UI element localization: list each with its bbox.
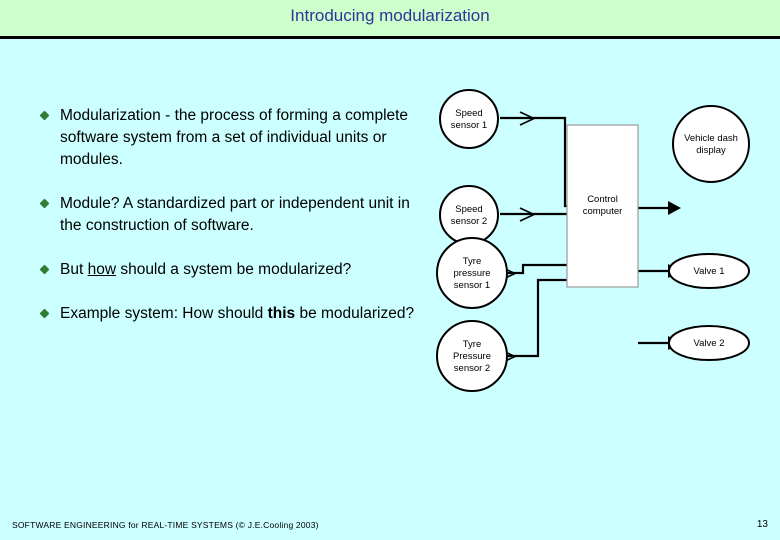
speed-sensor-1-node	[439, 89, 499, 149]
bullet-diamond-icon	[39, 308, 50, 319]
tyre-pressure-sensor-2-label-line-2: sensor 2	[454, 363, 490, 374]
tyre-pressure-sensor-2-node	[436, 320, 508, 392]
arrowhead-dash-display-icon	[668, 201, 681, 215]
valve-1-node	[668, 253, 750, 289]
page-number: 13	[756, 519, 768, 530]
tyre-pressure-sensor-1-node	[436, 237, 508, 309]
bullet-diamond-icon	[39, 264, 50, 275]
valve-2-node	[668, 325, 750, 361]
bullet-text-3: Example system: How should this be modul…	[60, 305, 415, 322]
speed-sensor-1-label-line-0: Speed	[455, 108, 482, 119]
connector-tyre-pressure-sensor-1	[497, 263, 567, 275]
bullet-diamond-icon	[39, 198, 50, 209]
vehicle-control-system-diagram: Control computer Speed sensor 1 Speed se…	[425, 75, 770, 405]
tyre-pressure-sensor-1-label-line-0: Tyre	[463, 256, 481, 267]
connector-speed-sensor-1	[500, 116, 567, 208]
vehicle-dash-display-label-line-1: display	[696, 145, 726, 156]
footer-credit: SOFTWARE ENGINEERING for REAL-TIME SYSTE…	[12, 520, 319, 530]
bullet-text-1: Module? A standardized part or independe…	[60, 195, 410, 234]
control-computer-label-line-0: Control	[587, 194, 618, 205]
valve-1-label: Valve 1	[694, 266, 725, 277]
bullet-item-how-modularize-question: But how should a system be modularized?	[39, 259, 420, 281]
bullet-text-0: Modularization - the process of forming …	[60, 107, 409, 168]
speed-sensor-2-label-line-0: Speed	[455, 204, 482, 215]
speed-sensor-2-label-line-1: sensor 2	[451, 216, 487, 227]
bullet-item-module-definition: Module? A standardized part or independe…	[39, 193, 420, 237]
open-arrowhead-speed-sensor-1-icon	[519, 111, 536, 126]
bullet-diamond-icon	[39, 110, 50, 121]
vehicle-dash-display-label-line-0: Vehicle dash	[684, 133, 738, 144]
connector-tyre-pressure-sensor-2	[497, 278, 567, 358]
speed-sensor-2-node	[439, 185, 499, 245]
tyre-pressure-sensor-2-label-line-0: Tyre	[463, 339, 481, 350]
tyre-pressure-sensor-2-label-line-1: Pressure	[453, 351, 491, 362]
vehicle-dash-display-node	[672, 105, 750, 183]
open-arrowhead-speed-sensor-2-icon	[519, 207, 536, 222]
control-computer-box	[566, 124, 639, 288]
header-divider-rule	[0, 36, 780, 39]
bullet-item-example-system-question: Example system: How should this be modul…	[39, 303, 420, 325]
tyre-pressure-sensor-1-label-line-2: sensor 1	[454, 280, 490, 291]
bullet-list: Modularization - the process of forming …	[39, 105, 420, 347]
bullet-item-modularization-definition: Modularization - the process of forming …	[39, 105, 420, 171]
page-title: Introducing modularization	[290, 6, 490, 25]
speed-sensor-1-label-line-1: sensor 1	[451, 120, 487, 131]
tyre-pressure-sensor-1-label-line-1: pressure	[454, 268, 491, 279]
control-computer-label-line-1: computer	[583, 206, 623, 217]
valve-2-label: Valve 2	[694, 338, 725, 349]
bullet-text-2: But how should a system be modularized?	[60, 261, 352, 278]
slide-header-band	[0, 0, 780, 36]
